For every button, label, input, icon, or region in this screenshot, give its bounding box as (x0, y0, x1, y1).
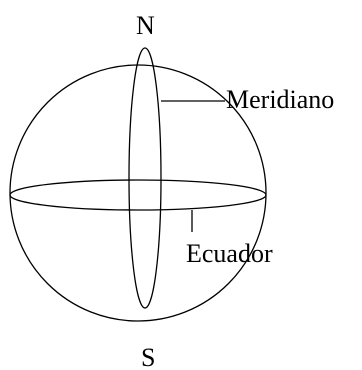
sphere-outline (9, 64, 267, 322)
equator-label: Ecuador (186, 239, 273, 268)
meridian-label: Meridiano (226, 85, 334, 114)
equator-ellipse (9, 179, 267, 211)
south-pole-label: S (141, 343, 155, 370)
north-pole-label: N (136, 11, 155, 40)
meridian-ellipse (128, 47, 162, 309)
